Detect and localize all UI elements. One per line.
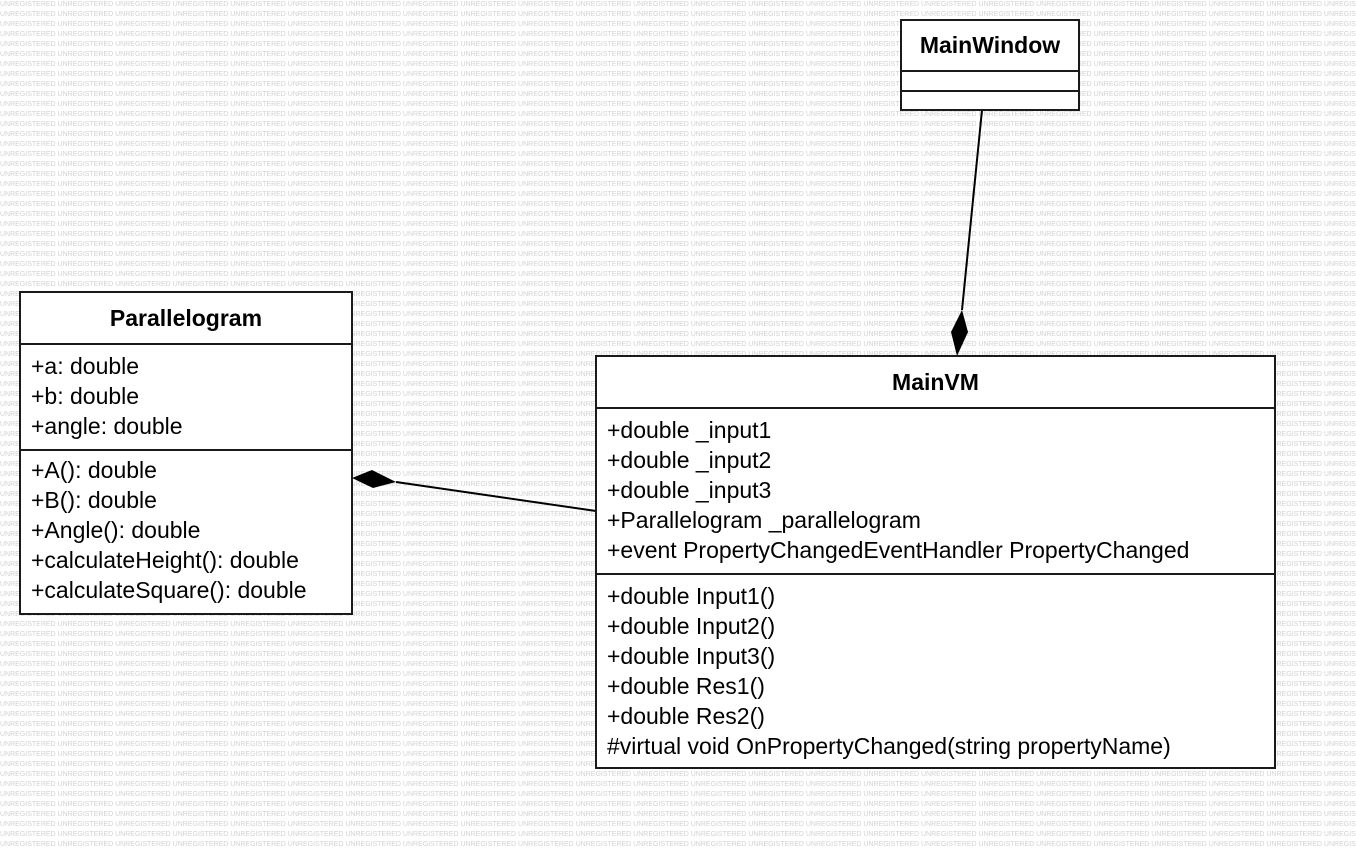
operation: +double Input3() xyxy=(607,643,776,669)
watermark-line: UNREGISTERED UNREGISTERED UNREGISTERED U… xyxy=(0,351,1356,358)
class-mainwindow[interactable]: MainWindow xyxy=(900,19,1080,111)
watermark-line: UNREGISTERED UNREGISTERED UNREGISTERED U… xyxy=(0,1,1356,8)
watermark-line: UNREGISTERED UNREGISTERED UNREGISTERED U… xyxy=(0,771,1356,778)
watermark-line: UNREGISTERED UNREGISTERED UNREGISTERED U… xyxy=(0,151,1356,158)
operation: +double Res1() xyxy=(607,673,765,699)
operation: +B(): double xyxy=(31,487,157,513)
composition-diamond-parallelogram xyxy=(352,470,396,488)
watermark-line: UNREGISTERED UNREGISTERED UNREGISTERED U… xyxy=(0,161,1356,168)
watermark-line: UNREGISTERED UNREGISTERED UNREGISTERED U… xyxy=(0,41,1356,48)
watermark-line: UNREGISTERED UNREGISTERED UNREGISTERED U… xyxy=(0,811,1356,818)
watermark-line: UNREGISTERED UNREGISTERED UNREGISTERED U… xyxy=(0,291,1356,298)
composition-diamond-mainvm xyxy=(951,310,968,356)
watermark-line: UNREGISTERED UNREGISTERED UNREGISTERED U… xyxy=(0,141,1356,148)
class-parallelogram-attributes: +a: double +b: double +angle: double xyxy=(21,345,351,451)
watermark-line: UNREGISTERED UNREGISTERED UNREGISTERED U… xyxy=(0,51,1356,58)
operation: +double Res2() xyxy=(607,703,765,729)
watermark-line: UNREGISTERED UNREGISTERED UNREGISTERED U… xyxy=(0,331,1356,338)
class-parallelogram-name: Parallelogram xyxy=(21,293,351,345)
watermark-line: UNREGISTERED UNREGISTERED UNREGISTERED U… xyxy=(0,271,1356,278)
watermark-line: UNREGISTERED UNREGISTERED UNREGISTERED U… xyxy=(0,801,1356,808)
operation: +Angle(): double xyxy=(31,517,201,543)
watermark-line: UNREGISTERED UNREGISTERED UNREGISTERED U… xyxy=(0,251,1356,258)
operation: +calculateSquare(): double xyxy=(31,577,307,603)
watermark-line: UNREGISTERED UNREGISTERED UNREGISTERED U… xyxy=(0,81,1356,88)
watermark-line: UNREGISTERED UNREGISTERED UNREGISTERED U… xyxy=(0,21,1356,28)
watermark-line: UNREGISTERED UNREGISTERED UNREGISTERED U… xyxy=(0,11,1356,18)
class-mainwindow-operations xyxy=(902,92,1078,109)
watermark-line: UNREGISTERED UNREGISTERED UNREGISTERED U… xyxy=(0,31,1356,38)
class-mainvm-operations: +double Input1() +double Input2() +doubl… xyxy=(597,575,1274,765)
attribute: +event PropertyChangedEventHandler Prope… xyxy=(607,537,1190,563)
watermark-line: UNREGISTERED UNREGISTERED UNREGISTERED U… xyxy=(0,71,1356,78)
attribute: +a: double xyxy=(31,353,140,379)
operation: +double Input1() xyxy=(607,583,776,609)
watermark-line: UNREGISTERED UNREGISTERED UNREGISTERED U… xyxy=(0,341,1356,348)
watermark-line: UNREGISTERED UNREGISTERED UNREGISTERED U… xyxy=(0,121,1356,128)
watermark-line: UNREGISTERED UNREGISTERED UNREGISTERED U… xyxy=(0,171,1356,178)
watermark-line: UNREGISTERED UNREGISTERED UNREGISTERED U… xyxy=(0,191,1356,198)
watermark-line: UNREGISTERED UNREGISTERED UNREGISTERED U… xyxy=(0,231,1356,238)
class-mainvm[interactable]: MainVM +double _input1 +double _input2 +… xyxy=(595,355,1276,769)
watermark-line: UNREGISTERED UNREGISTERED UNREGISTERED U… xyxy=(0,281,1356,288)
operation: +double Input2() xyxy=(607,613,776,639)
class-mainwindow-attributes xyxy=(902,72,1078,92)
watermark-line: UNREGISTERED UNREGISTERED UNREGISTERED U… xyxy=(0,91,1356,98)
watermark-line: UNREGISTERED UNREGISTERED UNREGISTERED U… xyxy=(0,111,1356,118)
composition-line-mainvm-parallelogram xyxy=(395,481,597,512)
class-mainvm-attributes: +double _input1 +double _input2 +double … xyxy=(597,409,1274,575)
class-mainvm-name: MainVM xyxy=(597,357,1274,409)
attribute: +b: double xyxy=(31,383,140,409)
class-mainwindow-name: MainWindow xyxy=(902,21,1078,72)
composition-line-mainwindow-mainvm xyxy=(961,109,983,311)
watermark-line: UNREGISTERED UNREGISTERED UNREGISTERED U… xyxy=(0,821,1356,828)
watermark-line: UNREGISTERED UNREGISTERED UNREGISTERED U… xyxy=(0,61,1356,68)
watermark-line: UNREGISTERED UNREGISTERED UNREGISTERED U… xyxy=(0,301,1356,308)
attribute: +double _input1 xyxy=(607,417,772,443)
watermark-line: UNREGISTERED UNREGISTERED UNREGISTERED U… xyxy=(0,201,1356,208)
attribute: +Parallelogram _parallelogram xyxy=(607,507,921,533)
watermark-line: UNREGISTERED UNREGISTERED UNREGISTERED U… xyxy=(0,221,1356,228)
watermark-line: UNREGISTERED UNREGISTERED UNREGISTERED U… xyxy=(0,261,1356,268)
watermark-line: UNREGISTERED UNREGISTERED UNREGISTERED U… xyxy=(0,781,1356,788)
watermark-line: UNREGISTERED UNREGISTERED UNREGISTERED U… xyxy=(0,321,1356,328)
operation: +calculateHeight(): double xyxy=(31,547,299,573)
operation: #virtual void OnPropertyChanged(string p… xyxy=(607,733,1171,759)
attribute: +double _input2 xyxy=(607,447,772,473)
watermark-line: UNREGISTERED UNREGISTERED UNREGISTERED U… xyxy=(0,791,1356,798)
watermark-line: UNREGISTERED UNREGISTERED UNREGISTERED U… xyxy=(0,211,1356,218)
attribute: +angle: double xyxy=(31,413,183,439)
watermark-line: UNREGISTERED UNREGISTERED UNREGISTERED U… xyxy=(0,241,1356,248)
attribute: +double _input3 xyxy=(607,477,772,503)
watermark-line: UNREGISTERED UNREGISTERED UNREGISTERED U… xyxy=(0,131,1356,138)
watermark-line: UNREGISTERED UNREGISTERED UNREGISTERED U… xyxy=(0,181,1356,188)
watermark-line: UNREGISTERED UNREGISTERED UNREGISTERED U… xyxy=(0,101,1356,108)
operation: +A(): double xyxy=(31,457,157,483)
class-parallelogram[interactable]: Parallelogram +a: double +b: double +ang… xyxy=(19,291,353,615)
watermark-line: UNREGISTERED UNREGISTERED UNREGISTERED U… xyxy=(0,841,1356,848)
class-parallelogram-operations: +A(): double +B(): double +Angle(): doub… xyxy=(21,451,351,609)
watermark-line: UNREGISTERED UNREGISTERED UNREGISTERED U… xyxy=(0,831,1356,838)
watermark-line: UNREGISTERED UNREGISTERED UNREGISTERED U… xyxy=(0,311,1356,318)
